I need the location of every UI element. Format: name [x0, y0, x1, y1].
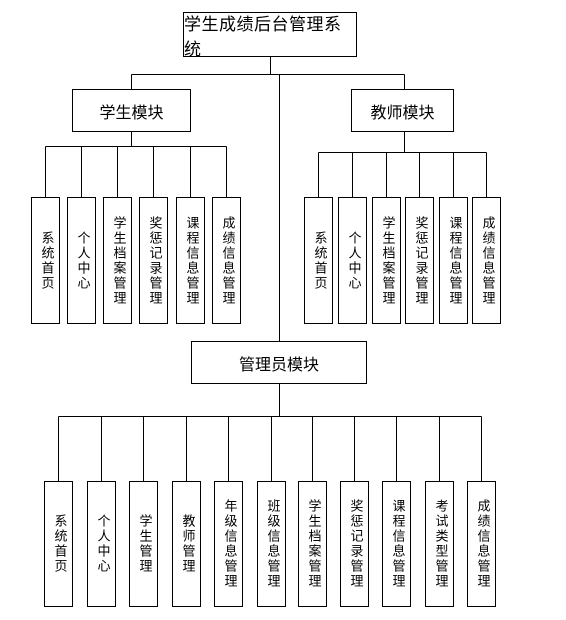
student-child-node: 系统首页 — [31, 197, 60, 324]
student-child-node: 个人中心 — [67, 197, 96, 324]
admin-child-node: 学生管理 — [129, 481, 158, 607]
teacher-child-node: 学生档案管理 — [372, 197, 401, 324]
admin-child-node: 奖惩记录管理 — [340, 481, 369, 607]
student-child-node: 学生档案管理 — [103, 197, 132, 324]
admin-child-node: 学生档案管理 — [298, 481, 327, 607]
admin-child-node: 系统首页 — [44, 481, 73, 607]
teacher-child-node: 成绩信息管理 — [472, 197, 501, 324]
admin-child-node: 成绩信息管理 — [467, 481, 496, 607]
admin-child-node: 课程信息管理 — [382, 481, 411, 607]
student-child-node: 奖惩记录管理 — [139, 197, 168, 324]
admin-child-node: 考试类型管理 — [425, 481, 454, 607]
admin-child-node: 个人中心 — [87, 481, 116, 607]
admin-child-node: 年级信息管理 — [214, 481, 243, 607]
teacher-child-node: 课程信息管理 — [439, 197, 468, 324]
module-node-admin: 管理员模块 — [191, 341, 367, 384]
admin-child-node: 班级信息管理 — [257, 481, 286, 607]
root-node: 学生成绩后台管理系统 — [183, 12, 357, 60]
teacher-child-node: 个人中心 — [338, 197, 367, 324]
student-child-node: 成绩信息管理 — [212, 197, 241, 324]
teacher-child-node: 奖惩记录管理 — [405, 197, 434, 324]
student-child-node: 课程信息管理 — [176, 197, 205, 324]
module-node-student: 学生模块 — [72, 89, 191, 132]
teacher-child-node: 系统首页 — [304, 197, 333, 324]
admin-child-node: 教师管理 — [172, 481, 201, 607]
module-node-teacher: 教师模块 — [351, 89, 454, 132]
